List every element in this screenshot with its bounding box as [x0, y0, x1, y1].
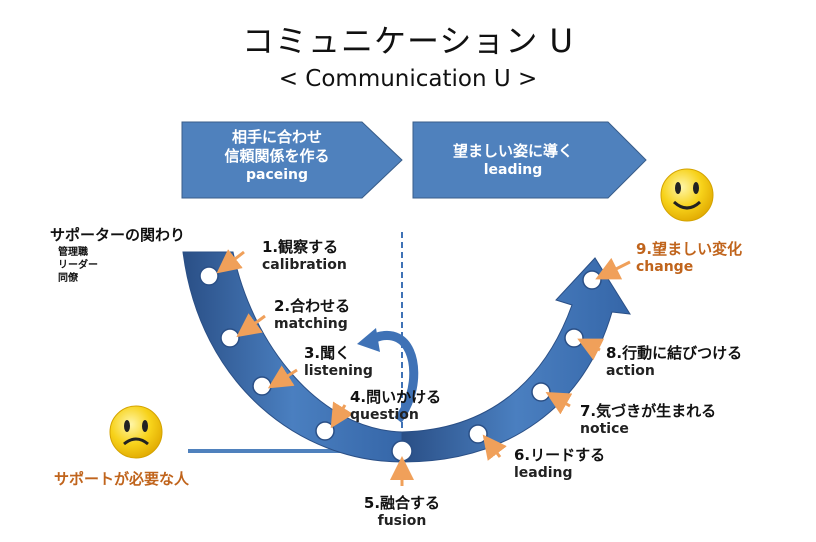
step-1-en: calibration: [262, 257, 347, 273]
leading-banner-line1: 望ましい姿に導く: [452, 142, 573, 160]
pacing-banner-line2: 信頼関係を作る: [224, 147, 330, 165]
step-9-jp: 9.望ましい変化: [636, 240, 743, 258]
step-1-jp: 1.観察する: [262, 238, 339, 256]
step-2-dot: [220, 328, 240, 348]
step-8-dot: [564, 328, 584, 348]
step-9: 9.望ましい変化 change: [636, 238, 742, 275]
return-arrow: [367, 330, 419, 423]
step-5-dot: [391, 440, 413, 462]
step-3: 3.聞く listening: [304, 342, 373, 379]
role-colleague: 同僚: [58, 273, 78, 284]
step-3-dot: [252, 376, 272, 396]
role-leader: リーダー: [58, 260, 98, 271]
pacing-banner-shape: [181, 121, 403, 199]
step-4: 4.問いかける question: [350, 386, 441, 423]
step-6: 6.リードする leading: [514, 444, 605, 481]
step-9-dot: [582, 270, 602, 290]
happy-face-icon: [660, 168, 714, 222]
page-subtitle: < Communication U >: [278, 66, 538, 92]
step-2-en: matching: [274, 316, 348, 332]
leading-banner-shape: [412, 121, 647, 199]
person-needing-support: サポートが必要な人: [54, 470, 190, 488]
step-6-jp: 6.リードする: [514, 446, 606, 464]
step-4-dot: [315, 421, 335, 441]
step-4-jp: 4.問いかける: [350, 388, 442, 406]
step-1-dot: [199, 266, 219, 286]
step-8-en: action: [606, 363, 655, 379]
step-4-en: question: [350, 407, 419, 423]
role-manager: 管理職: [58, 247, 88, 258]
supporter-roles: 管理職 リーダー 同僚: [58, 246, 98, 285]
step-9-en: change: [636, 259, 694, 275]
step-8: 8.行動に結びつける action: [606, 342, 742, 379]
step-2-jp: 2.合わせる: [274, 297, 351, 315]
pacing-banner: 相手に合わせ 信頼関係を作る paceing: [182, 128, 372, 185]
step-circles: [199, 266, 602, 462]
step-5-jp: 5.融合する: [363, 494, 441, 512]
step-7-dot: [531, 382, 551, 402]
step-8-jp: 8.行動に結びつける: [606, 344, 743, 362]
step-3-en: listening: [304, 363, 373, 379]
return-arrow-head: [357, 328, 380, 352]
supporter-title: サポーターの関わり: [50, 226, 186, 244]
step-7-en: notice: [580, 421, 629, 437]
leading-banner: 望ましい姿に導く leading: [413, 142, 613, 180]
step-6-dot: [468, 424, 488, 444]
leading-banner-sub: leading: [483, 162, 543, 178]
step-7: 7.気づきが生まれる notice: [580, 400, 716, 437]
step-1: 1.観察する calibration: [262, 236, 347, 273]
pacing-banner-line1: 相手に合わせ: [231, 128, 322, 146]
step-7-jp: 7.気づきが生まれる: [580, 402, 717, 420]
step-5-en: fusion: [377, 513, 427, 529]
pacing-banner-sub: paceing: [245, 167, 309, 183]
pointer-arrows: [216, 249, 631, 486]
step-3-jp: 3.聞く: [304, 344, 351, 362]
step-5: 5.融合する fusion: [360, 492, 444, 529]
step-6-en: leading: [514, 465, 573, 481]
sad-face-icon: [109, 405, 163, 459]
step-2: 2.合わせる matching: [274, 295, 350, 332]
page-title: コミュニケーション U: [242, 22, 574, 60]
